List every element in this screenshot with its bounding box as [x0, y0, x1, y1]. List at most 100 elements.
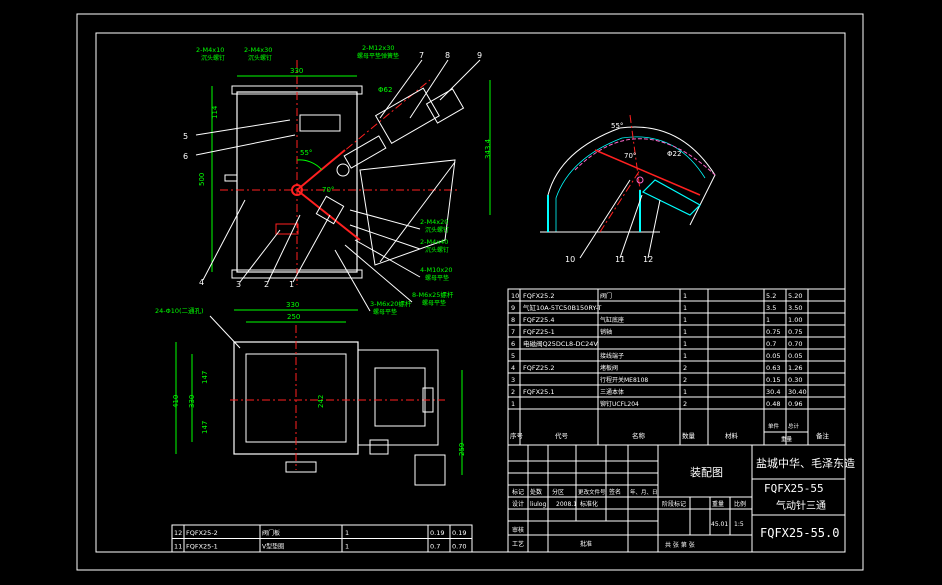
note-8: 3-M6x20螺杆: [370, 299, 412, 308]
bom-name: 阀门: [600, 292, 612, 300]
bom-code: 气缸10A-5TC50B150RY-T: [523, 303, 601, 312]
bom-total: 1.00: [788, 316, 802, 324]
bom-code: FQFZ25-1: [523, 328, 555, 336]
bom-lower-unit: 0.19: [430, 529, 444, 537]
bottom-dim-147b: 147: [201, 421, 209, 434]
callout-12: 12: [643, 255, 653, 264]
bom-h-remark: 备注: [816, 431, 830, 440]
bom-name: 三通本体: [600, 388, 624, 396]
bottom-branch: [357, 349, 439, 446]
bom-total: 0.05: [788, 352, 802, 360]
side-angle-55: 55°: [611, 122, 623, 130]
chute-edge: [379, 161, 456, 263]
bom-qty: 1: [683, 388, 687, 396]
bom-lower-name: V型垫圈: [262, 543, 284, 551]
bom-no: 7: [511, 328, 515, 336]
leader-holes: [209, 315, 241, 349]
bom-unit: 5.2: [766, 292, 776, 300]
note-3: 2-M12x30: [362, 44, 394, 52]
limit-switch: [275, 223, 299, 235]
bom-qty: 1: [683, 304, 687, 312]
bom-total: 0.30: [788, 376, 802, 384]
bom-h-weight: 重量: [781, 435, 793, 443]
bom-lower-name: 阀门板: [262, 529, 280, 537]
leader-n6: [354, 239, 421, 278]
side-flap: [641, 179, 701, 216]
flap: [296, 189, 361, 241]
leader-n5: [349, 224, 421, 250]
bom-lower-no: 11: [174, 543, 182, 551]
bom-name: 行程开关ME8108: [600, 376, 648, 384]
tb-stage: 阶段标记: [662, 500, 686, 508]
tb-product: 气动针三通: [776, 499, 826, 512]
leader-8: [409, 59, 449, 119]
bom-unit: 0.63: [766, 364, 780, 372]
bom-qty: 1: [683, 340, 687, 348]
joint: [336, 163, 350, 177]
bom-no: 6: [511, 340, 515, 348]
bom-unit: 0.7: [766, 340, 776, 348]
callout-9: 9: [477, 51, 482, 60]
bom-qty: 2: [683, 376, 687, 384]
note-2-sub: 沉头螺钉: [248, 54, 272, 62]
tb-code2: FQFX25-55.0: [760, 526, 839, 540]
branch-chute: [359, 159, 456, 266]
side-center-1: [599, 169, 641, 233]
bom-lower-no: 12: [174, 529, 182, 537]
tb-weight: 45.01: [711, 521, 728, 528]
bom-h-qty: 数量: [682, 431, 696, 440]
side-arc: [574, 138, 716, 176]
tb-scale-label: 比例: [734, 500, 746, 508]
inner-frame: [95, 32, 846, 553]
tb-label-sign: 签名: [609, 488, 621, 496]
note-1: 2-M4x10: [196, 46, 224, 54]
bom-name: 铆钉UCFL204: [600, 400, 639, 408]
tb-label-mark: 标记: [512, 488, 524, 496]
bom-lower-total: 0.70: [452, 543, 466, 551]
bom-name: 销轴: [600, 328, 612, 336]
note-2: 2-M4x30: [244, 46, 272, 54]
bom-unit: 0.15: [766, 376, 780, 384]
title-frame: [507, 444, 846, 553]
tb-weight-label: 重量: [712, 500, 724, 508]
bom-lower-code: FQFX25-1: [186, 543, 218, 551]
bom-lower-total: 0.19: [452, 529, 466, 537]
angle-70: 70°: [322, 186, 334, 194]
dim-500: 500: [198, 173, 206, 186]
tb-approve: 批准: [580, 540, 592, 548]
side-pivot: [636, 176, 644, 184]
bom-code: FQFZ25.2: [523, 364, 555, 372]
leader-11: [619, 194, 643, 259]
dim-343: 343.4: [484, 138, 492, 159]
tb-process: 工艺: [512, 540, 524, 548]
bom-total: 0.96: [788, 400, 802, 408]
outer-frame: [76, 13, 864, 571]
callout-11: 11: [615, 255, 625, 264]
bom-total: 5.20: [788, 292, 802, 300]
bom-name: 气缸底座: [600, 316, 624, 324]
side-body: [547, 126, 716, 232]
bom-code: FQFX25.2: [523, 292, 555, 300]
link: [315, 195, 345, 225]
top-view: 330 500 114 343.4 55° 70° Φ62 2-M4x10 沉头…: [183, 44, 492, 316]
note-4: 2-M4x20: [420, 218, 448, 226]
bom-qty: 1: [683, 328, 687, 336]
bottom-cylinder: [422, 387, 434, 413]
bottom-dim-330: 330: [286, 301, 299, 309]
leader-6: [195, 134, 296, 156]
bom-lower-qty: 1: [345, 529, 349, 537]
angle-55: 55°: [300, 149, 312, 157]
callout-1: 1: [289, 280, 294, 289]
bom-h-mat: 材料: [725, 431, 739, 440]
leader-9: [439, 59, 481, 101]
note-4-sub: 沉头螺钉: [425, 226, 449, 234]
bottom-dim-147a: 147: [201, 371, 209, 384]
tb-drawing-type: 装配图: [690, 466, 723, 479]
bottom-dim-259: 259: [458, 443, 466, 456]
tb-standard: 标准化: [580, 500, 598, 508]
tb-label-change: 更改文件号: [578, 488, 606, 496]
handle: [224, 174, 238, 182]
dim-114: 114: [211, 105, 219, 119]
